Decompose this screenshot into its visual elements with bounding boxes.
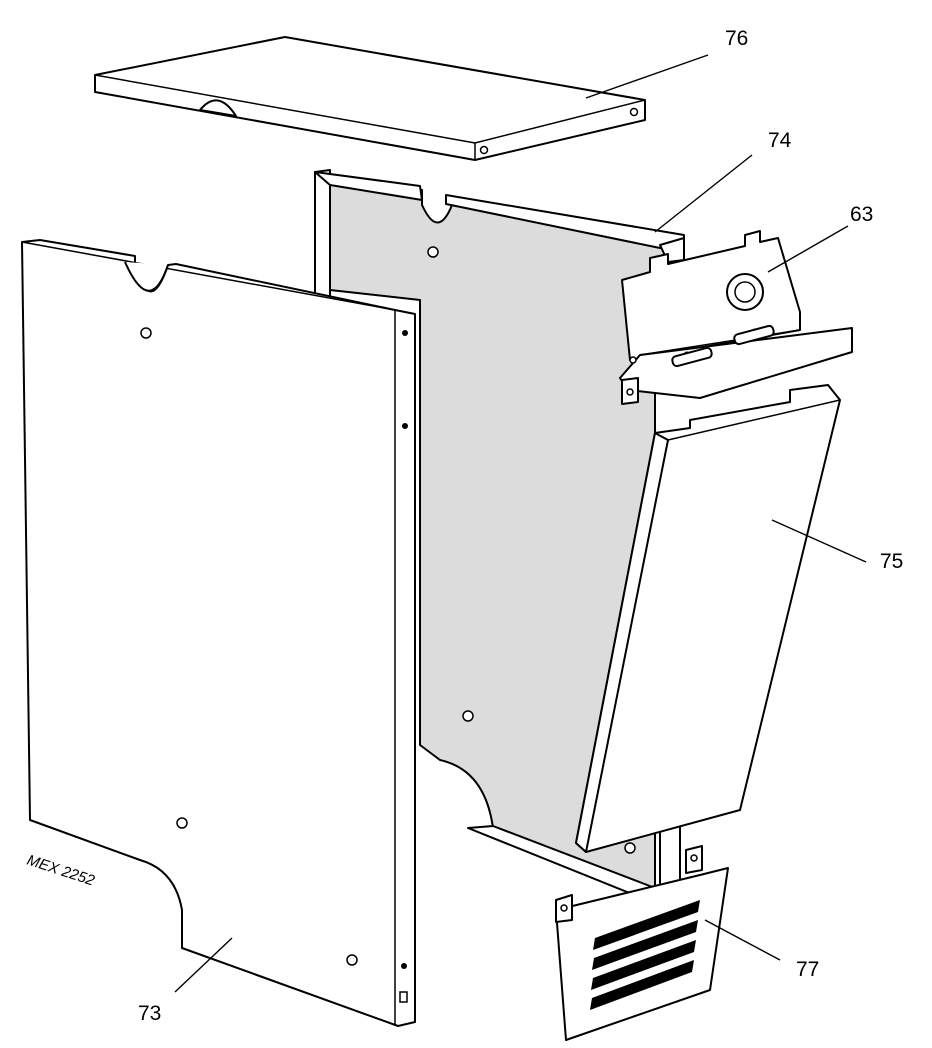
label-part-73: 73 [138, 1002, 161, 1025]
grille-louvres [590, 900, 700, 1010]
side-panel [21, 239, 416, 1027]
leader-lines [174, 54, 867, 993]
top-cover-panel [94, 36, 646, 161]
label-part-75: 75 [880, 550, 903, 573]
front-door-panel [575, 384, 841, 853]
label-part-77: 77 [796, 958, 819, 981]
louvred-grille [555, 845, 729, 1041]
control-bracket [619, 230, 853, 405]
drawing-reference: MEX 2252 [25, 852, 97, 890]
label-part-74: 74 [768, 129, 792, 152]
label-part-76: 76 [725, 27, 748, 50]
label-part-63: 63 [850, 203, 873, 226]
